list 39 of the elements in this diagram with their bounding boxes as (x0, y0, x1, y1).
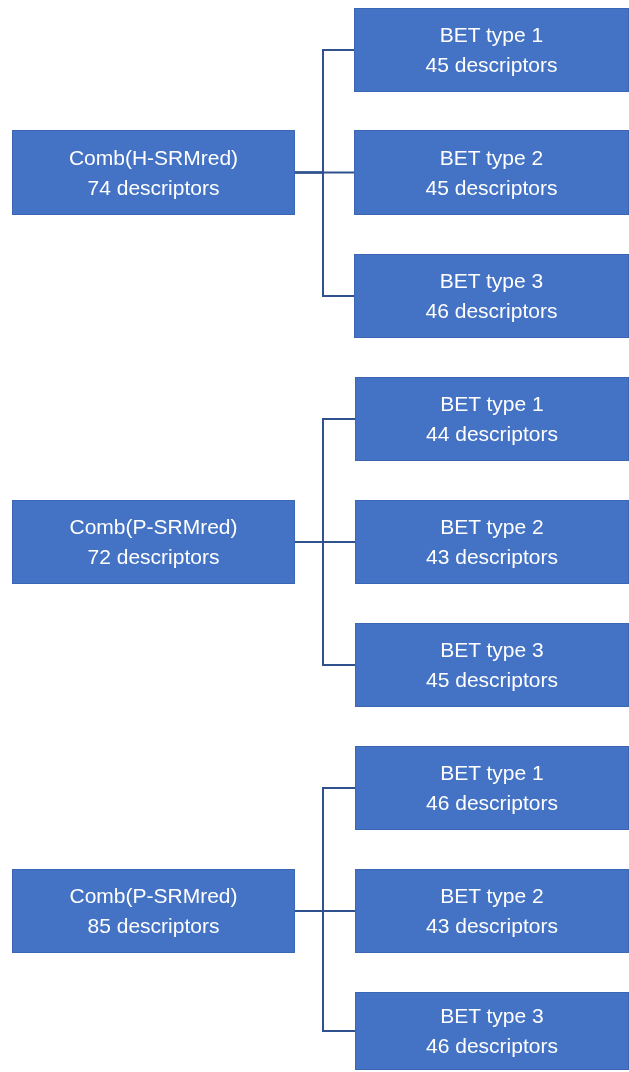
process-box (12, 869, 295, 953)
process-box (355, 992, 629, 1070)
process-box (355, 623, 629, 707)
connector-line (294, 171, 355, 297)
connector-line (294, 910, 356, 1032)
box-text: 46 descriptors (425, 298, 558, 324)
connector-line (294, 541, 356, 666)
box-text: BET type 2 (440, 514, 544, 540)
process-box (355, 500, 629, 584)
box-text: Comb(P-SRMred) (69, 883, 238, 909)
box-text: 45 descriptors (426, 667, 558, 693)
process-box (355, 746, 629, 830)
process-box (355, 377, 629, 461)
box-text: 74 descriptors (87, 174, 220, 201)
box-text: BET type 3 (440, 637, 544, 663)
process-box (12, 500, 295, 584)
box-text: BET type 1 (440, 391, 544, 417)
process-box (354, 8, 629, 92)
box-text: 72 descriptors (87, 544, 220, 570)
box-text: BET type 2 (440, 883, 544, 909)
box-text: Comb(P-SRMred) (69, 514, 238, 540)
process-box (354, 254, 629, 338)
box-text: BET type 1 (439, 22, 544, 48)
box-text: BET type 3 (439, 268, 544, 294)
process-box (355, 869, 629, 953)
box-text: BET type 3 (440, 1003, 544, 1029)
process-box (12, 130, 295, 215)
box-text: Comb(H-SRMred) (68, 144, 239, 171)
box-text: 43 descriptors (426, 913, 558, 939)
box-text: 85 descriptors (87, 913, 220, 939)
box-text: BET type 1 (440, 760, 544, 786)
box-text: 45 descriptors (425, 174, 558, 201)
box-text: 44 descriptors (426, 421, 558, 447)
box-text: 43 descriptors (426, 544, 558, 570)
box-text: 46 descriptors (426, 1033, 558, 1059)
box-text: 46 descriptors (426, 790, 558, 816)
box-text: BET type 2 (439, 144, 544, 171)
box-text: 45 descriptors (425, 52, 558, 78)
process-box (354, 130, 629, 215)
